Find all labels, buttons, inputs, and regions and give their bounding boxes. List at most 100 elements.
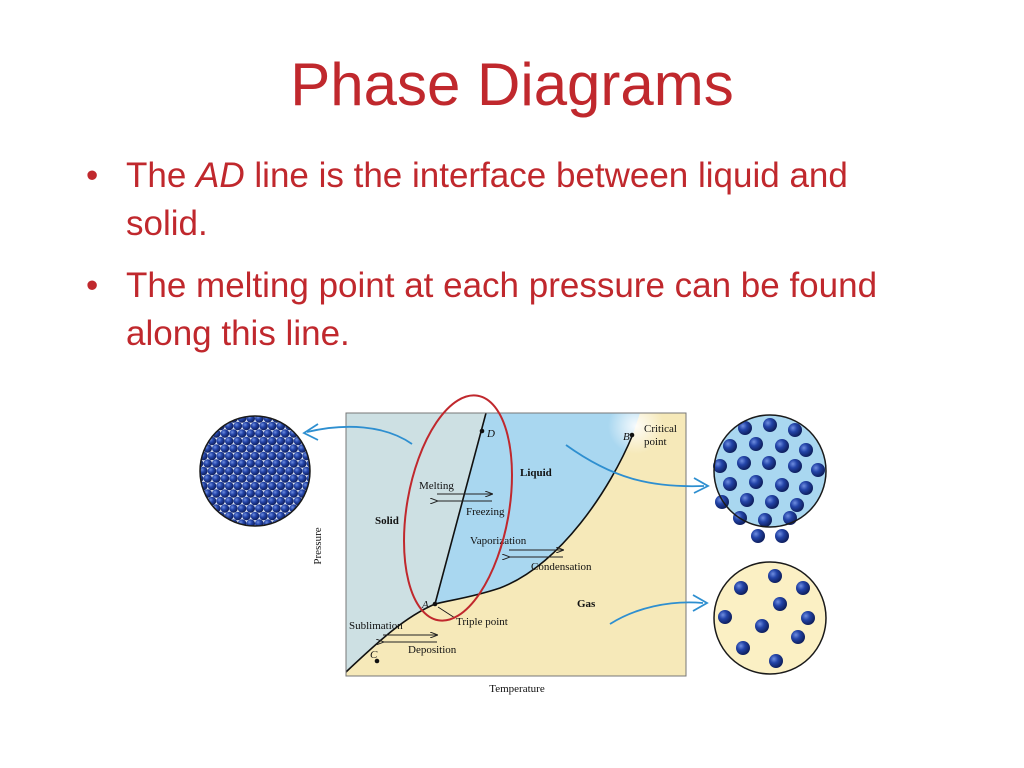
particle [229, 504, 238, 513]
liquid-label: Liquid [520, 467, 552, 479]
particle [811, 463, 825, 477]
particle [216, 466, 225, 476]
callout-arrowhead-solid [302, 423, 319, 441]
point-d-dot [479, 428, 485, 434]
melting-label: Melting [419, 480, 454, 492]
particle [280, 504, 290, 513]
particle [200, 474, 204, 483]
callout-arrow-gas [609, 601, 704, 625]
particle [272, 504, 281, 513]
particle [207, 466, 217, 476]
particle [237, 504, 247, 513]
critical-point-label-line1: Critical [644, 423, 677, 435]
particle [259, 511, 268, 521]
particle [250, 496, 260, 506]
particle [246, 474, 255, 483]
particle [237, 459, 247, 468]
point-c-label: C [370, 649, 378, 661]
particle [207, 481, 217, 491]
particle [250, 451, 260, 461]
particle [250, 481, 260, 491]
particle [259, 481, 268, 491]
particle [267, 511, 277, 521]
particle [212, 444, 221, 453]
triple-point-label: Triple point [456, 616, 508, 628]
particle [229, 489, 238, 498]
particle [267, 436, 277, 446]
particle [272, 474, 281, 483]
particle [254, 429, 264, 438]
particle [246, 459, 255, 468]
particle [306, 474, 310, 483]
particle [773, 597, 787, 611]
particle [734, 581, 748, 595]
ad-line-highlight [403, 394, 513, 622]
particle [298, 459, 307, 468]
particle [250, 421, 260, 431]
particle [775, 478, 789, 492]
particle [246, 504, 255, 513]
condensation-label: Condensation [531, 561, 592, 573]
bullet-1-text-after: line is the interface between liquid and… [126, 156, 848, 243]
particle [306, 459, 310, 468]
solid-region [346, 413, 486, 672]
particle [220, 489, 230, 498]
particle [272, 459, 281, 468]
particle [289, 459, 299, 468]
melting-curve [434, 413, 487, 605]
particle [229, 474, 238, 483]
particle [293, 466, 303, 476]
particle [272, 489, 281, 498]
particle [263, 474, 273, 483]
particle [224, 436, 234, 446]
particle [723, 477, 737, 491]
freezing-label: Freezing [466, 506, 505, 518]
particle [246, 444, 255, 453]
particle [212, 504, 221, 513]
callout-arrowhead-gas [692, 594, 709, 612]
particle [203, 459, 212, 468]
particle [775, 439, 789, 453]
particle [775, 529, 789, 543]
particle [740, 493, 754, 507]
particle [763, 418, 777, 432]
particle [259, 436, 268, 446]
particle [200, 459, 204, 468]
particle [216, 451, 225, 461]
particle [788, 423, 802, 437]
particle [259, 421, 268, 431]
particle [242, 451, 251, 461]
critical-point-label-line2: point [644, 436, 667, 448]
particle [749, 475, 763, 489]
particle [289, 489, 299, 498]
particle [250, 466, 260, 476]
particle [738, 421, 752, 435]
particle [233, 496, 243, 506]
particle [229, 459, 238, 468]
bullet-item-1: •The AD line is the interface between li… [86, 152, 906, 248]
particle [259, 451, 268, 461]
particle [224, 496, 234, 506]
sublimation-label: Sublimation [349, 620, 403, 632]
particle [276, 496, 286, 506]
particle [280, 459, 290, 468]
particle [220, 504, 230, 513]
point-b-dot [629, 432, 635, 438]
bullet-dot: • [86, 266, 99, 305]
particle [237, 474, 247, 483]
particle [233, 466, 243, 476]
particle [254, 474, 264, 483]
particle [736, 641, 750, 655]
particle [276, 481, 286, 491]
particle [267, 496, 277, 506]
particle [229, 429, 238, 438]
particle [267, 421, 277, 431]
particle [293, 451, 303, 461]
particle [259, 466, 268, 476]
bullet-1-text-before: The [126, 156, 197, 195]
particle [788, 459, 802, 473]
particle [713, 459, 727, 473]
particle [289, 474, 299, 483]
particle [233, 451, 243, 461]
